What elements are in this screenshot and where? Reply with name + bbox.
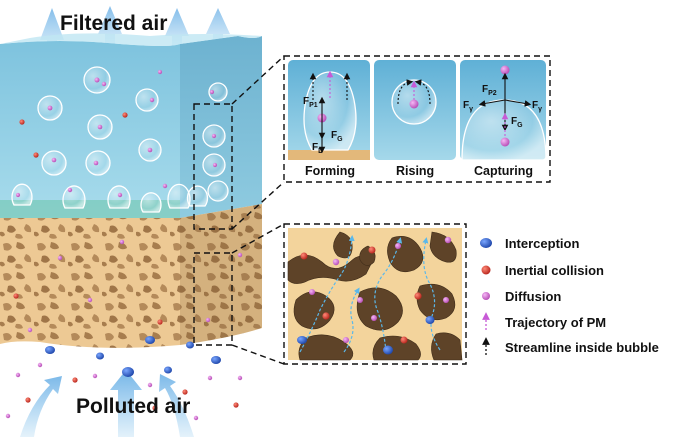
porous-foam [0, 204, 262, 348]
force-fp1-subscript: P1 [309, 102, 318, 109]
polluted-air-arrows [20, 370, 194, 437]
legend-label-trajectory: Trajectory of PM [505, 315, 606, 330]
force-fp1: F [303, 96, 309, 107]
force-fg2: F [511, 116, 517, 127]
foam-microstructure-inset [283, 223, 467, 365]
pink-particle-icon [482, 292, 490, 300]
legend-label-diffusion: Diffusion [505, 289, 561, 304]
svg-text:FG: FG [511, 116, 523, 129]
micro-particles [297, 236, 452, 355]
legend-label-streamline: Streamline inside bubble [505, 340, 659, 355]
force-fd: F [312, 142, 318, 153]
force-fg1: F [331, 130, 337, 141]
force-fd-subscript: D [318, 148, 323, 155]
panel-label-capturing: Capturing [474, 164, 533, 178]
svg-text:FP2: FP2 [482, 84, 497, 97]
svg-text:FD: FD [312, 142, 323, 155]
red-particle-icon [481, 265, 491, 275]
bubble-mechanism-inset: FP1 FG FD Forming Rising FP2 [283, 55, 551, 183]
force-fp2-subscript: P2 [488, 90, 497, 97]
panel-label-forming: Forming [305, 164, 355, 178]
force-fg1-subscript: G [337, 136, 343, 143]
force-fy-left: F [463, 100, 469, 111]
svg-text:FG: FG [331, 130, 343, 143]
svg-text:FP1: FP1 [303, 96, 318, 109]
water-particles [15, 69, 218, 198]
panel-label-rising: Rising [396, 164, 434, 178]
legend-item-interception: Interception [480, 236, 579, 251]
legend: Interception Inertial collision Diffusio… [480, 236, 659, 355]
capturing-panel: FP2 Fγ Fγ FG Capturing [460, 60, 547, 178]
foam-particles [13, 239, 243, 349]
legend-item-inertial-collision: Inertial collision [481, 263, 604, 278]
blue-particle-icon [480, 238, 492, 248]
filtered-air-arrows [40, 6, 230, 56]
force-fg2-subscript: G [517, 122, 523, 129]
polluted-air-label: Polluted air [76, 395, 190, 418]
filtered-air-label: Filtered air [60, 12, 167, 35]
force-fy-right: F [532, 100, 538, 111]
legend-item-trajectory: Trajectory of PM [482, 312, 606, 330]
svg-text:Fγ: Fγ [463, 100, 473, 113]
legend-item-diffusion: Diffusion [482, 289, 561, 304]
force-fy-left-subscript: γ [469, 106, 473, 113]
legend-label-inertial-collision: Inertial collision [505, 263, 604, 278]
legend-item-streamline: Streamline inside bubble [482, 337, 659, 355]
force-fp2: F [482, 84, 488, 95]
zoom-regions [193, 55, 285, 365]
svg-text:Fγ: Fγ [532, 100, 542, 113]
force-fy-right-subscript: γ [538, 106, 542, 113]
forming-panel: FP1 FG FD Forming [288, 60, 370, 178]
legend-label-interception: Interception [505, 236, 579, 251]
polluted-air-particles [5, 346, 243, 421]
rising-panel: Rising [374, 60, 456, 178]
